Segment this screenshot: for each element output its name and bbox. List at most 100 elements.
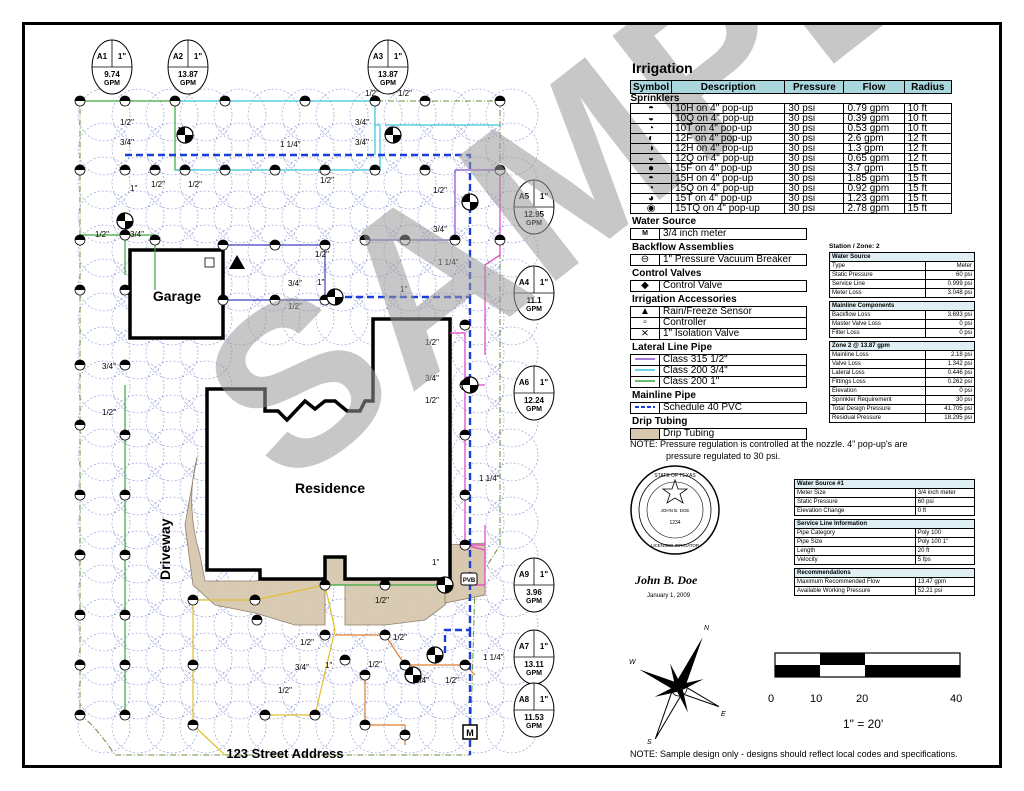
- pvb-icon: ⊖: [630, 254, 660, 266]
- svg-text:1/2": 1/2": [188, 180, 202, 189]
- note-pressure: NOTE: Pressure regulation is controlled …: [630, 438, 908, 462]
- scale-tick-40: 40: [950, 693, 963, 705]
- svg-text:N: N: [704, 625, 710, 632]
- svg-text:1/2": 1/2": [288, 302, 302, 311]
- mainline-desc: Schedule 40 PVC: [659, 402, 807, 414]
- legend-header-radius: Radius: [903, 80, 953, 94]
- svg-text:11.53: 11.53: [524, 713, 544, 722]
- svg-text:1/2": 1/2": [365, 89, 379, 98]
- sprinkler-heads: [74, 95, 506, 741]
- svg-text:A8: A8: [519, 695, 530, 704]
- svg-text:1": 1": [540, 278, 548, 287]
- svg-text:1234: 1234: [669, 520, 680, 526]
- sprinkler-head-icon: ◒: [629, 153, 673, 164]
- water-source-desc: 3/4 inch meter: [659, 228, 807, 240]
- svg-text:E: E: [721, 711, 726, 718]
- svg-text:A5: A5: [519, 192, 530, 201]
- svg-text:1": 1": [540, 642, 548, 651]
- lateral-desc: Class 200 1": [659, 376, 807, 388]
- svg-text:1": 1": [194, 52, 202, 61]
- control-valve-icon: ◆: [630, 280, 660, 292]
- svg-text:1/2": 1/2": [300, 638, 314, 647]
- station-title: Station / Zone: 2: [829, 243, 880, 250]
- control-valves: [116, 126, 479, 684]
- svg-text:A9: A9: [519, 570, 530, 579]
- svg-text:11.1: 11.1: [526, 296, 542, 305]
- svg-text:1 1/4": 1 1/4": [280, 140, 301, 149]
- svg-text:3/4": 3/4": [355, 118, 369, 127]
- controller-legend-icon: ▫: [630, 317, 660, 329]
- lateral-desc: Class 315 1/2": [659, 354, 807, 366]
- svg-text:1/2": 1/2": [102, 408, 116, 417]
- sprinkler-head-icon: ◓: [629, 173, 673, 184]
- svg-text:1/2": 1/2": [151, 180, 165, 189]
- site-plan: Garage Residence Driveway M PVB 1/2"1/2"…: [74, 39, 961, 761]
- control-valve-desc: Control Valve: [659, 280, 807, 292]
- svg-text:STATE OF TEXAS: STATE OF TEXAS: [654, 473, 696, 479]
- meter-icon: M: [630, 228, 660, 240]
- lateral-desc: Class 200 3/4": [659, 365, 807, 377]
- sprinkler-head-icon: ◓: [629, 103, 673, 114]
- svg-text:13.11: 13.11: [524, 660, 544, 669]
- sprinkler-head-icon: ◔: [629, 123, 673, 134]
- svg-text:1": 1": [540, 695, 548, 704]
- sprinklers-title: Sprinklers: [630, 93, 680, 104]
- residence-label: Residence: [295, 480, 365, 496]
- svg-text:1 1/4": 1 1/4": [479, 474, 500, 483]
- scale-tick-20: 20: [856, 693, 869, 705]
- svg-text:1 1/4": 1 1/4": [483, 653, 504, 662]
- scale-tick-0: 0: [768, 693, 775, 705]
- svg-text:1/2": 1/2": [95, 230, 109, 239]
- svg-text:A1: A1: [97, 52, 108, 61]
- sprinkler-head-icon: ●: [629, 163, 673, 174]
- svg-text:9.74: 9.74: [104, 70, 120, 79]
- garage-label: Garage: [153, 288, 201, 304]
- lateral-swatch: [630, 365, 660, 377]
- svg-text:3/4": 3/4": [130, 230, 144, 239]
- scale-ratio: 1" = 20': [843, 717, 884, 731]
- svg-text:1": 1": [130, 184, 137, 193]
- isolation-valve-icon: ⨯: [630, 328, 660, 340]
- pipe-size-labels: 1/2" 1/2" 1/2" 1" 3/4" 3/4" 3/4" 1 1/4" 1" 1/2" 1/…: [95, 89, 504, 695]
- svg-text:A6: A6: [519, 378, 530, 387]
- backflow-title: Backflow Assemblies: [632, 242, 734, 253]
- svg-text:3/4": 3/4": [433, 225, 447, 234]
- svg-text:1/2": 1/2": [433, 186, 447, 195]
- signature: John B. Doe: [635, 573, 698, 587]
- star-icon: [661, 478, 689, 504]
- svg-text:1": 1": [432, 558, 439, 567]
- svg-text:W: W: [629, 659, 637, 666]
- svg-text:GPM: GPM: [526, 220, 542, 227]
- legend-header-flow: Flow: [843, 80, 905, 94]
- svg-text:1 1/4": 1 1/4": [438, 258, 459, 267]
- svg-text:3/4": 3/4": [288, 279, 302, 288]
- backflow-pvb-icon: [460, 572, 478, 586]
- svg-text:12.24: 12.24: [524, 396, 545, 405]
- drawing-sheet: Garage Residence Driveway M PVB 1/2"1/2"…: [22, 22, 1002, 768]
- sprinkler-head-icon: ◔: [629, 183, 673, 194]
- svg-text:1/2": 1/2": [375, 596, 389, 605]
- sprinkler-head-icon: ◑: [629, 143, 673, 154]
- drip-swatch: [630, 428, 660, 440]
- svg-text:A2: A2: [173, 52, 184, 61]
- svg-text:1/2": 1/2": [425, 396, 439, 405]
- sprinkler-head-icon: ◐: [629, 133, 673, 144]
- svg-text:GPM: GPM: [526, 598, 542, 605]
- controller-icon: [204, 257, 215, 268]
- accessory-rain-sensor: Rain/Freeze Sensor: [659, 306, 807, 318]
- svg-text:3.96: 3.96: [526, 588, 542, 597]
- drip-title: Drip Tubing: [632, 416, 688, 427]
